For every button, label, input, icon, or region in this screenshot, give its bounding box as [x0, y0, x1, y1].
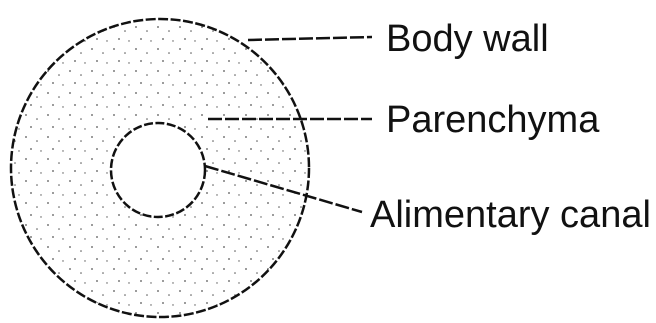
body-wall-label: Body wall [386, 18, 549, 60]
alimentary-canal-label: Alimentary canal [370, 194, 651, 236]
parenchyma-label: Parenchyma [386, 99, 600, 141]
